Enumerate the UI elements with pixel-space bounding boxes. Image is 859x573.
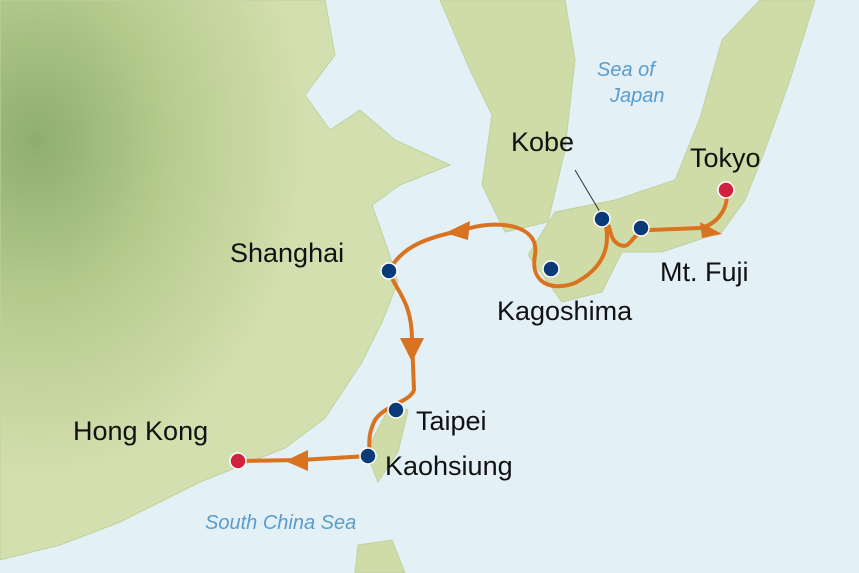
port-label-kagoshima: Kagoshima bbox=[497, 296, 633, 326]
port-label-shanghai: Shanghai bbox=[230, 238, 344, 268]
port-label-kobe: Kobe bbox=[511, 127, 574, 157]
port-label-taipei: Taipei bbox=[416, 406, 487, 436]
kobe-leader-line bbox=[574, 169, 601, 213]
land-hainan bbox=[354, 539, 406, 573]
arrow-icon bbox=[400, 338, 424, 362]
arrow-icon bbox=[285, 450, 308, 471]
port-label-hong-kong: Hong Kong bbox=[73, 416, 208, 446]
port-marker-kagoshima[interactable] bbox=[542, 260, 560, 278]
port-marker-kaohsiung[interactable] bbox=[359, 447, 377, 465]
port-marker-shanghai[interactable] bbox=[380, 262, 398, 280]
port-markers bbox=[229, 181, 735, 470]
sea-label-south-china: South China Sea bbox=[205, 512, 356, 534]
port-marker-taipei[interactable] bbox=[387, 401, 405, 419]
port-marker-tokyo[interactable] bbox=[717, 181, 735, 199]
sea-label-japan-line2: Japan bbox=[609, 85, 665, 107]
port-marker-kobe[interactable] bbox=[593, 210, 611, 228]
port-label-kaohsiung: Kaohsiung bbox=[385, 451, 513, 481]
sea-label-japan-line1: Sea of bbox=[597, 59, 657, 81]
cruise-route bbox=[236, 188, 729, 463]
route-arrows bbox=[285, 221, 722, 471]
port-marker-hong-kong[interactable] bbox=[229, 452, 247, 470]
port-label-tokyo: Tokyo bbox=[690, 143, 761, 173]
arrow-icon bbox=[445, 221, 470, 240]
port-label-mt-fuji: Mt. Fuji bbox=[660, 257, 749, 287]
port-marker-mt-fuji[interactable] bbox=[632, 219, 650, 237]
arrow-icon bbox=[700, 222, 722, 238]
land-korea bbox=[439, 0, 576, 233]
land-china bbox=[0, 0, 452, 561]
